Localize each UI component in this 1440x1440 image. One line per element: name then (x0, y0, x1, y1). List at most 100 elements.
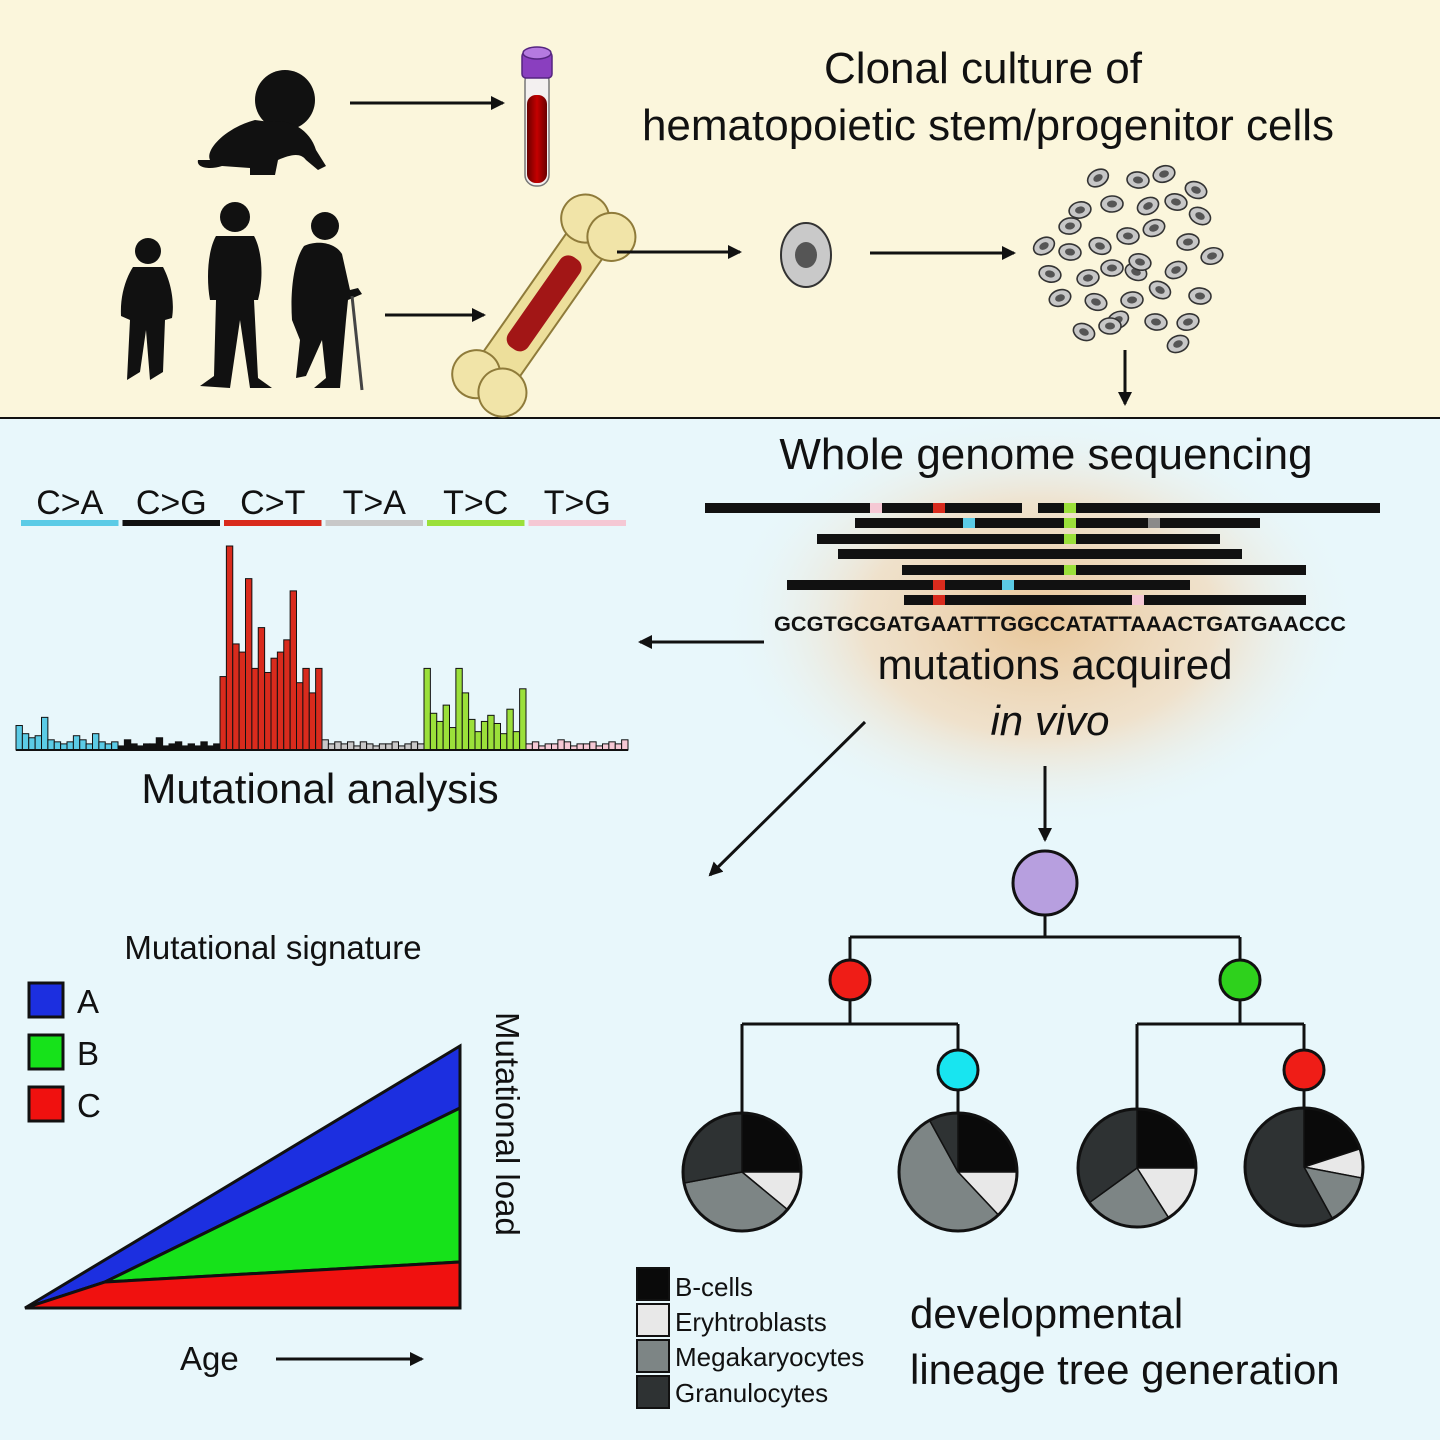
spectrum-bar (302, 667, 310, 751)
sequencing-read (787, 580, 1190, 590)
clone-cell (1176, 312, 1200, 332)
spectrum-bar (174, 741, 183, 751)
signature-title: Mutational signature (124, 929, 421, 966)
mutation-mark (1064, 534, 1076, 544)
spectrum-bar (276, 651, 285, 751)
signature-b-label: B (77, 1035, 99, 1072)
lineage-output-pies (681, 1106, 1365, 1233)
mutation-mark (1132, 595, 1144, 605)
spectrum-bar (200, 741, 208, 751)
clone-cell (1188, 287, 1212, 305)
mutation-type-label: T>C (443, 484, 508, 522)
mutation-type-label: C>A (36, 484, 103, 522)
lineage-pie (681, 1111, 803, 1233)
sequencing-read (1038, 503, 1380, 513)
spectrum-bar (47, 739, 55, 751)
spectrum-bar (225, 545, 234, 751)
sequencing-read (904, 595, 1306, 605)
mutation-mark (1064, 503, 1076, 513)
spectrum-bar (449, 727, 457, 751)
clone-cell (1100, 195, 1124, 213)
spectrum-bar (123, 739, 132, 751)
mutation-type-label: T>G (544, 484, 611, 522)
cell-type-legend: B-cells Eryhtroblasts Megakaryocytes Gra… (636, 1267, 864, 1409)
spectrum-bar (487, 714, 495, 751)
erythroblasts-swatch (636, 1303, 670, 1337)
clone-cell (1058, 217, 1082, 235)
arrow-to-signature (708, 720, 867, 877)
clone-cell (1088, 236, 1112, 256)
clone-cell (1152, 164, 1176, 184)
mutation-type-underline (528, 520, 626, 526)
reference-sequence: GCGTGCGATGAATTTGGCCATATTAAACTGATGAACCC (774, 613, 1346, 636)
clone-cell (1136, 196, 1160, 216)
mutation-mark (933, 503, 945, 513)
signature-c-swatch (27, 1085, 65, 1123)
sequencing-reads (705, 503, 1380, 605)
spectrum-bar (391, 741, 399, 751)
spectrum-bar (53, 741, 62, 751)
mutation-type-label: C>G (136, 484, 207, 522)
spectrum-bar (98, 741, 106, 751)
spectrum-bar (423, 667, 431, 751)
spectrum-bar (531, 741, 540, 751)
wgs-title: Whole genome sequencing (779, 430, 1312, 479)
spectrum-bar (334, 741, 342, 751)
spectrum-bar (296, 682, 304, 751)
clone-cell (1076, 269, 1100, 287)
spectrum-bar (315, 667, 323, 751)
spectrum-bar (232, 643, 240, 751)
clone-cell (1200, 246, 1224, 266)
clone-cell (1126, 171, 1150, 189)
clone-cell (1144, 313, 1168, 331)
spectrum-bar (34, 735, 42, 751)
spectrum-bar (480, 720, 489, 751)
spectrum-bar (589, 741, 597, 751)
clone-cell (1098, 317, 1122, 335)
mutation-type-label: C>T (240, 484, 305, 522)
mutation-mark (870, 503, 882, 513)
sequencing-read (817, 534, 1220, 544)
spectrum-bar (506, 708, 514, 751)
granulocytes-swatch (636, 1375, 670, 1409)
signature-c-area (24, 1260, 462, 1310)
clone-cell (1166, 334, 1190, 354)
spectrum-bar (442, 704, 450, 751)
spectrum-bar (21, 733, 30, 751)
spectrum-bar (461, 692, 470, 751)
mutation-type-underline (427, 520, 525, 526)
developmental-title-line1: developmental (910, 1290, 1183, 1337)
blood-tube-icon (521, 46, 553, 187)
spectrum-bar (621, 739, 629, 751)
mutational-load-axis-label: Mutational load (489, 1012, 526, 1236)
signature-b-swatch (27, 1033, 65, 1071)
mutation-type-label: T>A (343, 484, 407, 522)
spectrum-bar (468, 718, 476, 751)
mutation-mark (1064, 518, 1076, 528)
signature-a-swatch (27, 981, 65, 1019)
lineage-node-left (828, 958, 872, 1002)
mutation-type-underline (122, 520, 220, 526)
mutation-glow (720, 410, 1360, 830)
sequencing-read (902, 565, 1306, 575)
clone-cell (1164, 193, 1188, 211)
spectrum-bar (79, 739, 87, 751)
mutation-mark (963, 518, 975, 528)
spectrum-bar (41, 716, 49, 751)
clone-cell (1120, 291, 1144, 309)
spectrum-bar (15, 725, 23, 751)
spectrum-bar (429, 712, 438, 751)
spectrum-bar (289, 590, 297, 751)
spectrum-bar (474, 731, 482, 751)
spectrum-bar (359, 741, 368, 751)
spectrum-bar (245, 578, 253, 751)
spectrum-bar (28, 737, 36, 751)
lineage-pie (897, 1111, 1019, 1233)
mutations-title-line2: in vivo (990, 697, 1109, 744)
spectrum-bar (219, 676, 227, 751)
lineage-pie (1243, 1106, 1365, 1228)
developmental-title-line2: lineage tree generation (910, 1346, 1340, 1393)
spectrum-bar (270, 657, 278, 751)
spectrum-bar (347, 741, 355, 751)
